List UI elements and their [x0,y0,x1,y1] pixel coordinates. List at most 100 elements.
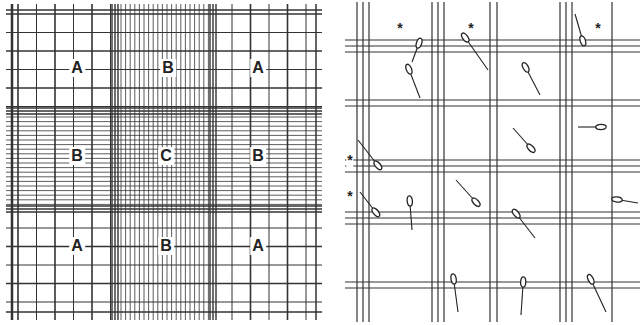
square-letter: B [158,237,174,255]
sperm-head [596,124,606,129]
counted-marker: * [346,153,353,167]
grid-line [611,2,612,322]
grid-line [496,2,497,322]
sperm-tail [513,128,529,146]
counted-marker: * [346,189,353,203]
grid-line [362,2,363,322]
sperm-head [511,208,521,219]
grid-line [489,2,490,322]
grid-line [345,99,640,100]
counted-marker: * [396,21,403,35]
label-slot: B [250,147,266,165]
sperm-tail [467,40,488,70]
sperm-head [579,35,587,46]
grid-line [6,87,322,89]
grid-line [6,107,322,108]
sperm-cell [407,196,413,230]
sperm-cell [521,62,540,95]
sperm-head [405,63,414,75]
grid-line [6,126,322,127]
label-slot: A [250,59,266,77]
grid-line [6,110,322,111]
grid-line [6,190,322,191]
grid-line [6,205,322,206]
sperm-cell [460,32,488,70]
sperm-head [611,196,622,203]
sperm-tail [410,204,412,230]
sperm-cell [456,180,481,208]
grid-line [345,105,640,106]
grid-line [571,2,572,322]
sperm-head [407,196,413,207]
grid-line [356,2,357,322]
sperm-tail [518,216,535,238]
grid-line [345,39,640,40]
sperm-cell [450,274,458,312]
grid-line [345,223,640,224]
label-slot: C [158,147,174,165]
sperm-tail [454,282,458,312]
counted-marker: * [594,21,601,35]
grid-line [345,281,640,282]
sperm-cell [578,124,606,129]
grid-line [345,159,640,160]
label-slot: B [158,237,174,255]
sperm-tail [521,285,523,315]
sperm-head [415,37,424,49]
grid-line [345,211,640,212]
grid-line [6,130,322,131]
grid-line [6,176,322,177]
sperm-head [450,274,457,285]
label-slot: B [69,147,85,165]
sperm-cell [586,273,606,312]
sperm-cell [520,277,526,315]
grid-line [6,208,322,209]
grid-line [6,199,322,200]
square-letter: A [69,59,85,77]
sperm-head [373,160,384,171]
counted-marker: * [467,21,474,35]
grid-line [565,2,566,322]
grid-line [6,117,322,118]
enlarged-grid [345,2,640,322]
square-letter: A [250,59,266,77]
hemocytometer-grid [6,4,322,320]
sperm-tail [358,140,376,163]
sperm-tail [456,180,474,200]
grid-border [6,311,322,313]
grid-line [6,204,322,205]
sperm-cells [358,14,638,315]
sperm-head [371,207,381,218]
sperm-tail [360,192,374,210]
sperm-tail [527,70,540,95]
grid-line [6,302,322,303]
sperm-cell [360,192,381,218]
grid-line [6,172,322,173]
square-letter: B [69,147,85,165]
label-slot: * [396,19,403,37]
sperm-cell [511,208,535,238]
grid-line [6,13,322,15]
square-letter: C [158,147,174,165]
grid-line [431,2,432,322]
grid-line [559,2,560,322]
grid-line [345,287,640,288]
sperm-head [526,143,537,154]
grid-line [6,228,322,229]
sperm-head [471,197,482,208]
sperm-head [520,277,526,288]
sperm-cell [611,196,638,203]
label-slot: A [69,237,85,255]
label-slot: A [250,237,266,255]
sperm-cell [405,63,420,98]
sperm-cell [513,128,536,154]
grid-line [6,106,322,107]
grid-border [6,9,322,11]
sperm-head [586,273,595,285]
label-slot: * [594,19,601,37]
grid-line [6,121,322,122]
grid-line [345,45,640,46]
sperm-tail [578,126,598,127]
grid-line [6,265,322,266]
